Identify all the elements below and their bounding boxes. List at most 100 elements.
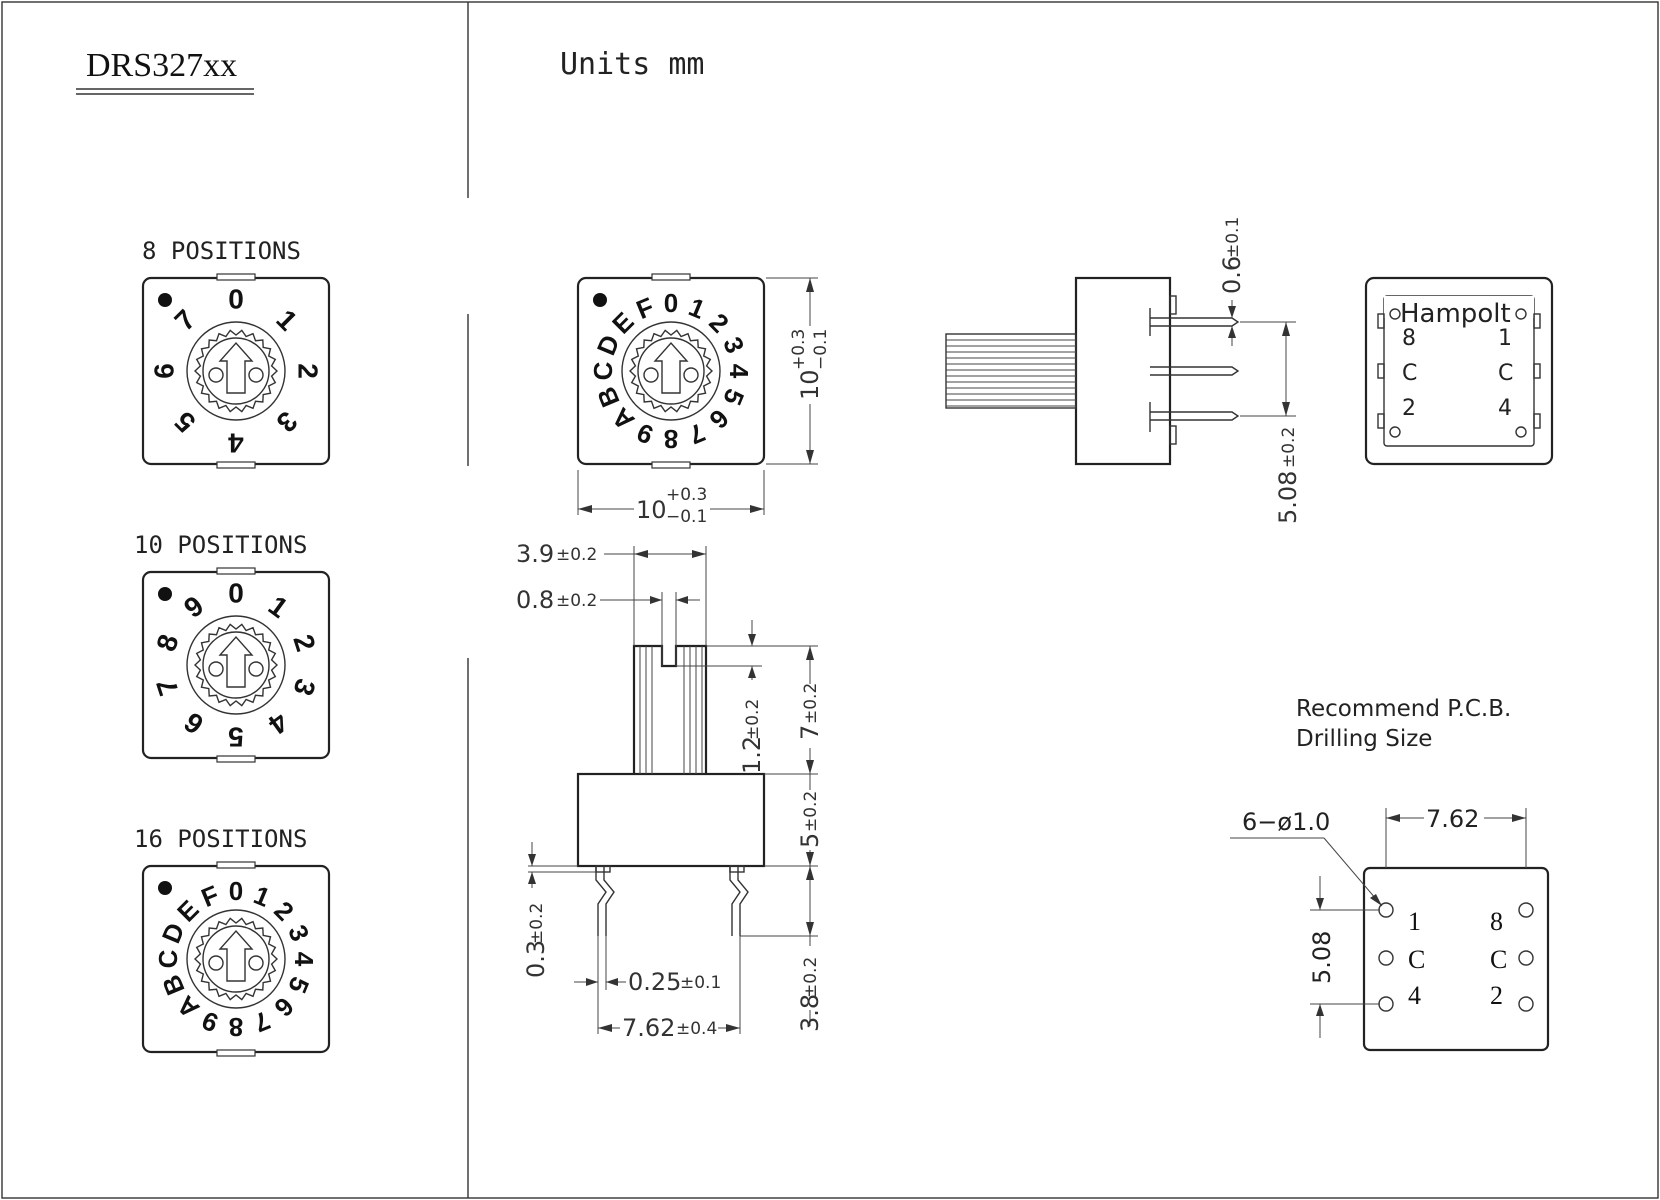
dial-digit: E (606, 306, 639, 339)
pin1-dot (158, 587, 172, 601)
bottom-left-label-1: 8 (1402, 326, 1416, 351)
pin-length-tol: ±0.2 (801, 957, 821, 998)
rotor-arrow (218, 635, 254, 688)
dial-digit: 3 (270, 405, 303, 438)
shaft-height-tol: ±0.2 (801, 683, 821, 724)
bottom-right-label-2: C (1498, 361, 1513, 386)
pin-width-tol: ±0.1 (1223, 217, 1243, 258)
dial-digit: 1 (263, 590, 294, 624)
dial-digit: 2 (268, 895, 299, 926)
row-spacing-dim: 7.62 (622, 1014, 675, 1042)
dial-digit: 9 (178, 590, 209, 624)
dial-digit: 8 (664, 424, 678, 454)
bottom-right-label-3: 4 (1498, 396, 1512, 421)
pcb-right-label-3: 2 (1490, 981, 1503, 1010)
standoff-dim: 0.3 (522, 940, 550, 978)
dial-digit: 3 (287, 675, 321, 699)
slot-depth-dim: 1.2 (738, 736, 766, 774)
shaft-height-dim: 7 (796, 725, 824, 740)
pcb-left-label-1: 1 (1408, 907, 1421, 936)
bottom-left-label-3: 2 (1402, 396, 1416, 421)
rotor-gear (193, 623, 279, 707)
dial-digit: E (171, 894, 204, 927)
dial-digit: 6 (149, 363, 180, 379)
rotor-gear (628, 329, 714, 413)
dial-digit: 0 (228, 578, 244, 609)
brand-logo: Hampolt (1400, 299, 1511, 329)
dial-digit: 5 (282, 973, 315, 998)
dial-digit: 8 (150, 631, 184, 655)
front-width-tol-minus: −0.1 (666, 507, 707, 527)
dial-digit: 2 (287, 631, 321, 655)
rotor-arrow (653, 341, 689, 394)
dial-digit: 7 (150, 675, 184, 699)
dial-digit: 6 (703, 403, 734, 434)
slot-depth-tol: ±0.2 (743, 699, 763, 740)
pcb-title-line1: Recommend P.C.B. (1296, 696, 1511, 722)
pcb-holes-label: 6−ø1.0 (1242, 808, 1330, 836)
dial-digit: C (588, 361, 618, 380)
dial-digit: 6 (268, 991, 299, 1022)
dial-digit: 4 (289, 952, 319, 967)
bottom-view: Hampolt 8 C 2 1 C 4 (1364, 276, 1554, 466)
rotor-gear (193, 917, 279, 1001)
pin1-dot (158, 293, 172, 307)
pin-thickness-tol: ±0.1 (680, 973, 721, 993)
dial-digit: 5 (169, 405, 202, 438)
units-label: Units mm (560, 47, 705, 82)
variant-label-16: 16 POSITIONS (134, 825, 307, 853)
front-height-tol-plus: +0.3 (789, 329, 809, 370)
dial-digit: C (153, 949, 183, 968)
dial-digit: 4 (228, 428, 244, 459)
dial-digit: 3 (282, 921, 315, 946)
dial-digit: 2 (703, 307, 734, 338)
front-width-dim: 10 (636, 496, 667, 524)
dial-digit: 7 (685, 417, 710, 450)
dial-digit: 1 (250, 880, 275, 913)
dial-digit: 0 (229, 876, 243, 906)
dial-digit: 7 (250, 1005, 275, 1038)
dial-digit: 9 (198, 1005, 223, 1038)
dial-digit: 9 (633, 417, 658, 450)
pin-length-dim: 3.8 (796, 994, 824, 1032)
pin-pitch-dim: 5.08 (1274, 471, 1302, 524)
variant-label-8: 8 POSITIONS (142, 237, 301, 265)
dial-digit: 1 (685, 292, 710, 325)
dial-digit: B (591, 383, 626, 412)
dial-digit: F (632, 291, 658, 325)
pcb-left-label-2: C (1408, 945, 1425, 974)
pcb-left-label-3: 4 (1408, 981, 1421, 1010)
standoff-tol: ±0.2 (527, 903, 547, 944)
pin1-dot (158, 881, 172, 895)
dial-digit: 0 (664, 288, 678, 318)
dial-digit: D (591, 331, 626, 360)
dial-digit: 1 (270, 304, 303, 337)
elevation-view: 3.9 ±0.2 0.8 ±0.2 1.2 ±0.2 7 ±0.2 (516, 540, 824, 1042)
shaft-width-dim: 3.9 (516, 540, 554, 568)
slot-width-tol: ±0.2 (556, 591, 597, 611)
dial-digit: 0 (228, 284, 244, 315)
rotor-gear (193, 329, 279, 413)
pin1-dot (593, 293, 607, 307)
pcb-right-label-1: 8 (1490, 907, 1503, 936)
dial-digit: B (156, 971, 191, 1000)
part-number-title: DRS327xx (86, 47, 237, 84)
front-height-tol-minus: −0.1 (811, 329, 831, 370)
dial-digit: 5 (717, 385, 750, 410)
dial-digit: D (156, 919, 191, 948)
front-height-dim: 10 (796, 369, 824, 400)
bottom-left-label-2: C (1402, 361, 1417, 386)
pin-width-dim: 0.6 (1218, 256, 1246, 294)
dial-digit: 5 (228, 722, 244, 753)
pin-pitch-tol: ±0.2 (1279, 427, 1299, 468)
pcb-pitch-dim: 5.08 (1308, 931, 1336, 984)
dial-digit: 6 (178, 706, 209, 740)
side-view: 0.6 ±0.1 5.08 ±0.2 (945, 217, 1302, 524)
pcb-drilling: Recommend P.C.B. Drilling Size 1 C 4 8 C… (1230, 696, 1550, 1052)
dial-digit: 4 (724, 364, 754, 379)
